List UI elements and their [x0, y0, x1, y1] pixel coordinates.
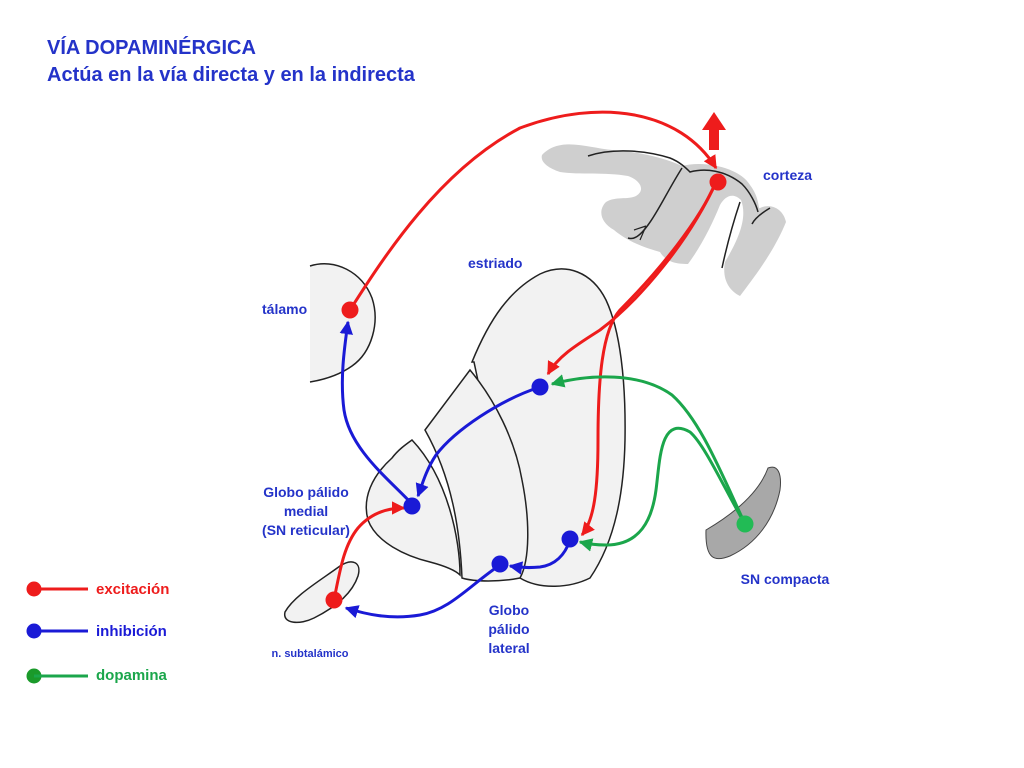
pathway-gp-lateral-to-subthalamic — [344, 563, 501, 619]
pathway-striatum-to-gp-lateral — [508, 539, 572, 575]
legend-item-excitation: excitación — [26, 581, 169, 598]
label-estriado: estriado — [468, 255, 522, 271]
pathway-thalamus-to-cortex — [348, 110, 718, 311]
legend-label-excitation: excitación — [96, 581, 169, 598]
label-gp-medial-2: medial — [284, 503, 328, 519]
legend: excitación inhibición dopamina — [26, 581, 169, 684]
pathway-cortex-to-striatum-indirect — [580, 181, 718, 537]
cortex-neuron — [709, 173, 727, 191]
striatum-direct-neuron — [531, 378, 549, 396]
label-gp-medial-1: Globo pálido — [263, 484, 349, 500]
legend-item-dopamine: dopamina — [26, 667, 167, 684]
pathway-subthalamic-to-gp-medial — [332, 501, 406, 601]
pathway-sn-compacta-to-striatum-indirect — [578, 426, 747, 552]
subthalamic-nucleus-shape — [284, 561, 360, 624]
label-gp-medial-3: (SN reticular) — [262, 522, 350, 538]
cortex-output-arrow — [702, 112, 726, 150]
label-talamo: tálamo — [262, 301, 307, 317]
neuron-nodes — [325, 173, 754, 609]
sn-compacta-shape — [705, 466, 781, 560]
inhibition-pathways — [339, 320, 572, 619]
legend-label-dopamine: dopamina — [96, 667, 167, 684]
globus-pallidus-lateral-shape — [424, 368, 529, 582]
label-sn-compacta: SN compacta — [741, 571, 830, 587]
pathway-striatum-to-gp-medial — [415, 385, 541, 498]
legend-item-inhibition: inhibición — [26, 623, 167, 640]
gp-lateral-neuron — [491, 555, 509, 573]
pathway-gp-medial-to-thalamus — [339, 320, 414, 506]
label-gp-lateral-1: Globo — [489, 602, 529, 618]
label-gp-lateral-3: lateral — [488, 640, 529, 656]
striatum-indirect-neuron — [561, 530, 579, 548]
excitation-pathways — [332, 110, 718, 601]
title-line-1: VÍA DOPAMINÉRGICA — [47, 37, 256, 59]
title-line-2: Actúa en la vía directa y en la indirect… — [47, 64, 415, 86]
legend-label-inhibition: inhibición — [96, 623, 167, 640]
label-corteza: corteza — [763, 167, 812, 183]
gp-medial-neuron — [403, 497, 421, 515]
subthalamic-neuron — [325, 591, 343, 609]
pathway-sn-compacta-to-striatum-direct — [550, 374, 747, 525]
label-subtalamico: n. subtalámico — [271, 648, 348, 660]
thalamus-neuron — [341, 301, 359, 319]
label-gp-lateral-2: pálido — [488, 621, 529, 637]
dopamine-pathways — [550, 374, 747, 552]
sn-compacta-neuron — [736, 515, 754, 533]
diagram-title: VÍA DOPAMINÉRGICA Actúa en la vía direct… — [47, 35, 415, 89]
